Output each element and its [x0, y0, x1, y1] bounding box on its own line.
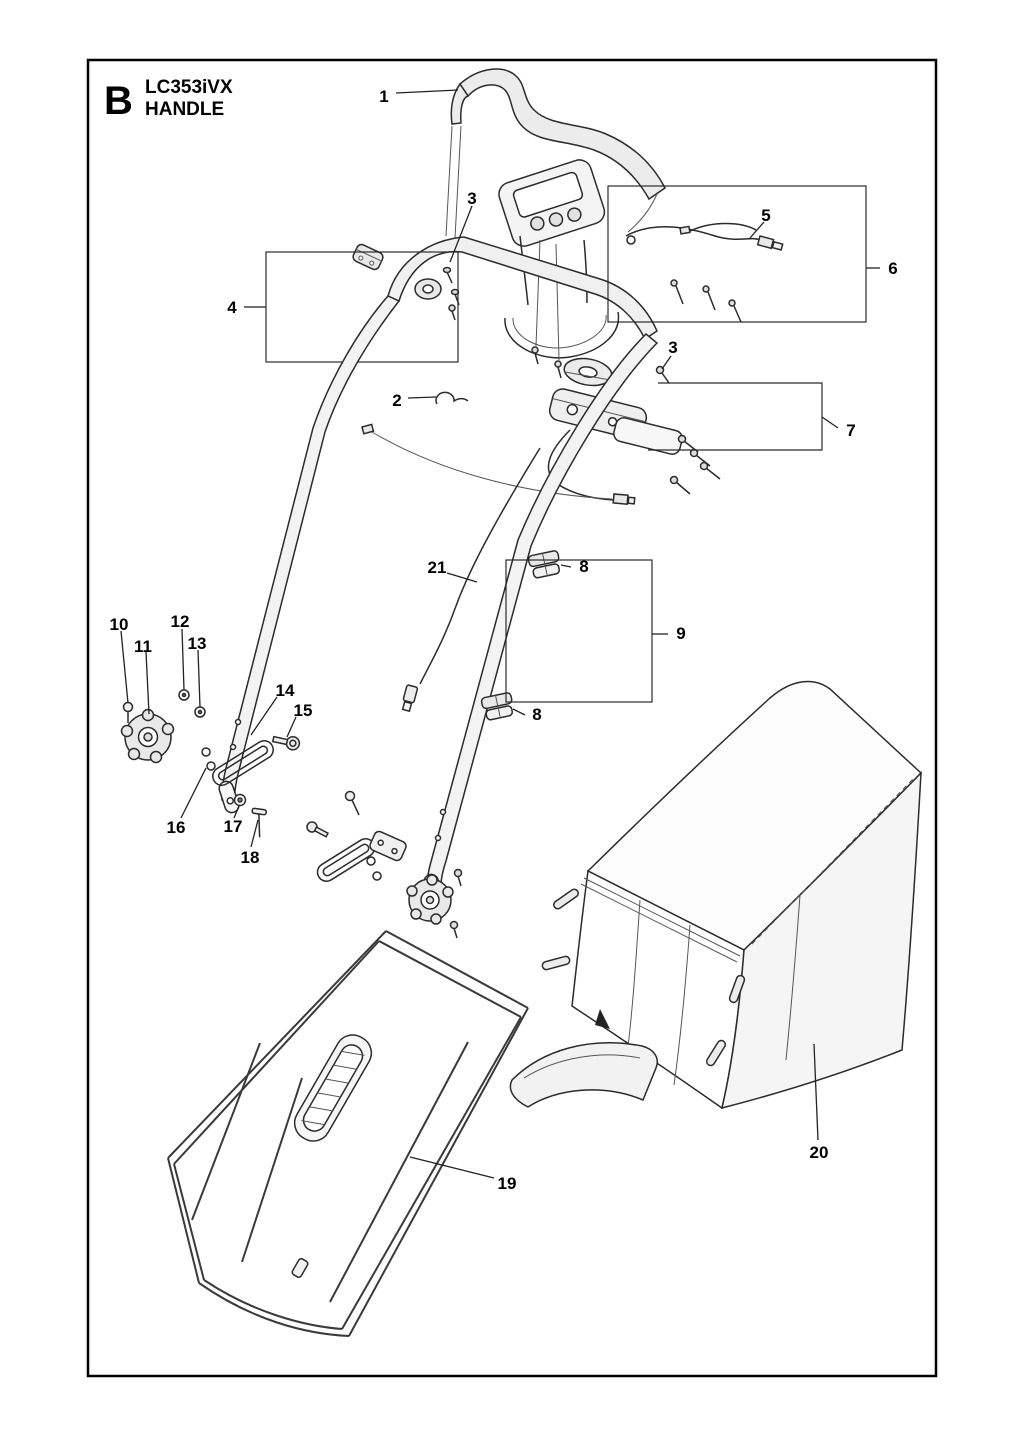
ref-bracket-7	[648, 382, 839, 451]
lower-cable	[401, 447, 541, 713]
handle-clamp-lower	[563, 357, 670, 387]
callout-16: 16	[167, 818, 186, 837]
callout-5: 5	[761, 206, 770, 225]
handle-clamp-upper	[352, 243, 460, 321]
callout-9: 9	[676, 624, 685, 643]
callout-17: 17	[224, 817, 243, 836]
bag-frame	[167, 930, 529, 1337]
panel-column	[504, 235, 620, 379]
cable-clamp-lower	[480, 692, 514, 721]
callout-11: 11	[134, 637, 152, 656]
callout-20: 20	[810, 1143, 829, 1162]
callout-19: 19	[498, 1174, 517, 1193]
callout-2: 2	[392, 391, 401, 410]
bag-frame-grip	[293, 1034, 373, 1142]
callout-4: 4	[227, 298, 237, 317]
left-hub-knob	[120, 689, 216, 771]
control-panel	[498, 159, 606, 247]
ref-box-4	[244, 251, 459, 363]
callout-6: 6	[888, 259, 897, 278]
control-housing	[361, 388, 721, 505]
cable-clamp-upper	[527, 550, 561, 579]
grass-bag	[509, 680, 923, 1110]
section-letter: B	[104, 79, 133, 123]
title-block: B LC353iVX HANDLE	[104, 77, 233, 123]
cable-hook	[435, 391, 469, 405]
callout-21: 21	[428, 558, 447, 577]
ref-box-6	[607, 185, 880, 323]
handle-crossbar	[387, 236, 658, 341]
callout-15: 15	[294, 701, 313, 720]
callout-14: 14	[276, 681, 295, 700]
callout-3-lower: 3	[668, 338, 677, 357]
callout-18: 18	[241, 848, 260, 867]
callout-7: 7	[846, 421, 855, 440]
model-label: LC353iVX	[145, 77, 233, 98]
left-bracket-assembly	[212, 735, 301, 838]
callouts: 1 3 5 6 4 3 2 7 21 8 9 10 11 12 13 14 15…	[110, 87, 898, 1193]
ref-box-9	[505, 559, 668, 703]
cables-upper	[625, 222, 784, 323]
page-border	[86, 58, 938, 1378]
callout-8-lower: 8	[532, 705, 541, 724]
diagram-title: HANDLE	[145, 99, 224, 120]
callout-10: 10	[110, 615, 129, 634]
callout-12: 12	[171, 612, 190, 631]
callout-8-upper: 8	[579, 557, 588, 576]
leader-lines	[120, 89, 819, 1179]
callout-13: 13	[188, 634, 207, 653]
right-bracket-assembly	[306, 790, 463, 939]
upper-handle-bar	[445, 68, 666, 239]
direction-marker	[595, 1009, 610, 1029]
left-handle-tube	[218, 295, 401, 814]
callout-1: 1	[379, 87, 388, 106]
callout-3-upper: 3	[467, 189, 476, 208]
